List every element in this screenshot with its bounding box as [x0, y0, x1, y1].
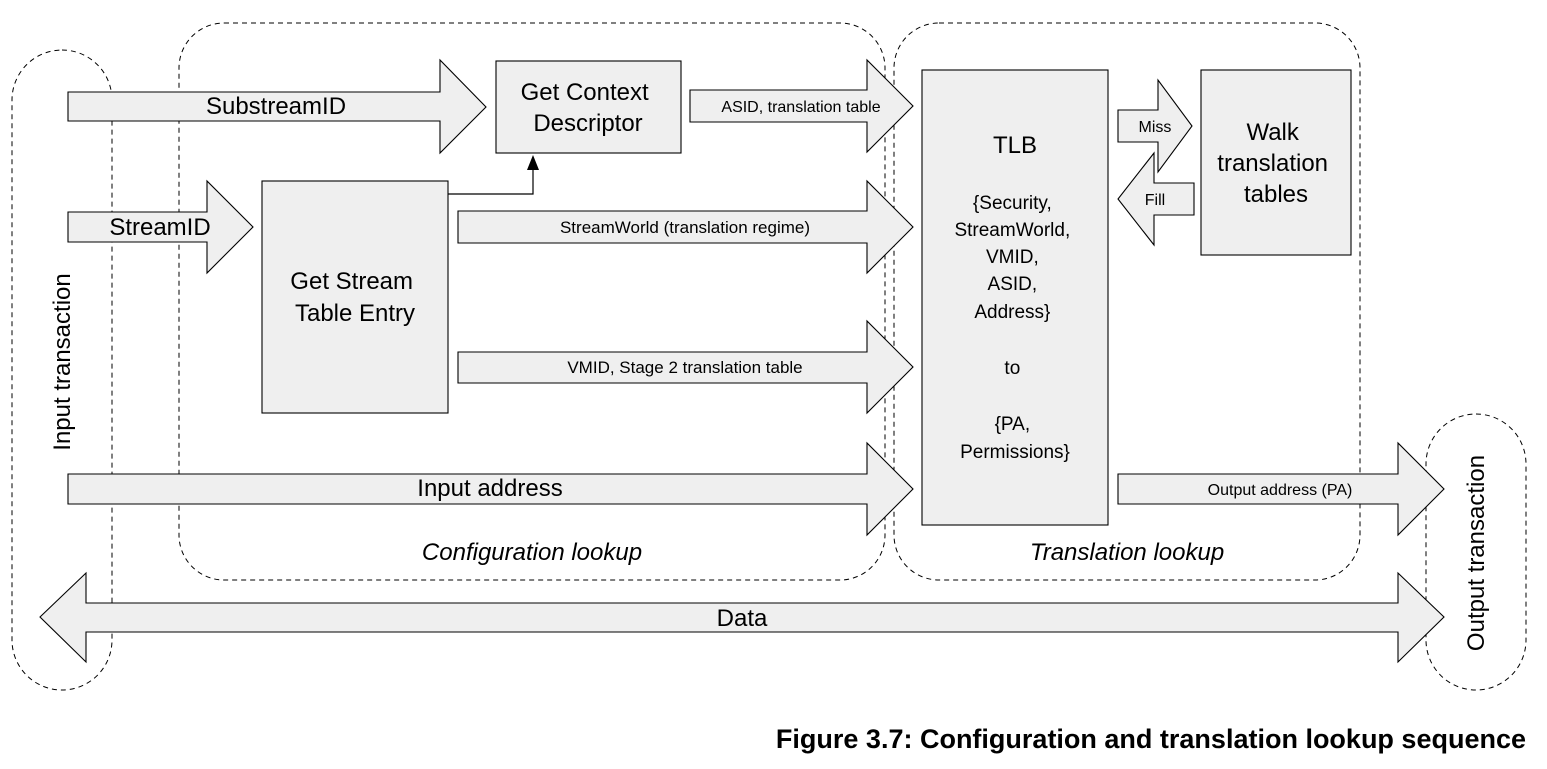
tlb-line: Permissions}	[960, 442, 1070, 463]
vmid-stage2-label: VMID, Stage 2 translation table	[567, 358, 802, 377]
walk-translation-tables-line: translation	[1217, 150, 1328, 177]
tlb-line: {PA,	[995, 414, 1031, 435]
substream-id-label: SubstreamID	[206, 93, 346, 120]
tlb-line: ASID,	[988, 274, 1038, 295]
tlb-line: {Security,	[973, 193, 1052, 214]
tlb-title: TLB	[993, 132, 1037, 159]
translation-lookup-region	[893, 22, 1361, 581]
output-transaction-label: Output transaction	[1463, 455, 1490, 651]
get-stream-table-entry-line: Table Entry	[295, 300, 415, 327]
walk-translation-tables-line: tables	[1244, 181, 1308, 208]
substream-id-arrow	[67, 58, 487, 155]
get-context-descriptor-box	[495, 60, 682, 154]
tlb-line: VMID,	[986, 247, 1039, 268]
translation-lookup-label: Translation lookup	[1030, 539, 1224, 566]
configuration-lookup-label: Configuration lookup	[422, 539, 642, 566]
tlb-mapping-text: {Security, StreamWorld, VMID, ASID, Addr…	[954, 193, 1075, 463]
connector-line	[448, 170, 534, 195]
asid-translation-table-label: ASID, translation table	[721, 99, 880, 116]
walk-translation-tables-box	[1200, 69, 1352, 256]
vmid-stage2-arrow	[457, 319, 914, 415]
connector-arrowhead	[527, 155, 539, 170]
stream-world-label: StreamWorld (translation regime)	[560, 218, 810, 237]
data-label: Data	[717, 605, 768, 632]
data-arrow	[39, 571, 1445, 664]
get-stream-table-entry-box	[261, 180, 449, 414]
output-transaction-region	[1425, 413, 1527, 691]
configuration-lookup-region	[178, 22, 886, 581]
get-context-descriptor-line: Get Context	[521, 79, 649, 106]
stream-id-arrow	[67, 179, 254, 275]
get-stream-table-entry-label: Get Stream Table Entry	[290, 268, 419, 327]
tlb-box	[921, 69, 1109, 526]
miss-label: Miss	[1139, 119, 1172, 136]
get-context-descriptor-line: Descriptor	[533, 110, 642, 137]
input-transaction-label: Input transaction	[49, 273, 76, 450]
input-transaction-region	[11, 49, 113, 691]
fill-label: Fill	[1145, 192, 1165, 209]
figure-caption: Figure 3.7: Configuration and translatio…	[776, 724, 1526, 754]
walk-translation-tables-line: Walk	[1246, 119, 1299, 146]
stream-world-arrow	[457, 179, 914, 275]
output-address-arrow	[1117, 441, 1445, 537]
tlb-line: to	[1004, 358, 1020, 379]
tlb-line: Address}	[974, 302, 1050, 323]
miss-arrow	[1117, 78, 1193, 174]
input-address-label: Input address	[417, 475, 562, 502]
walk-translation-tables-label: Walk translation tables	[1217, 119, 1334, 208]
stream-id-label: StreamID	[109, 214, 210, 241]
input-address-arrow	[67, 441, 914, 537]
fill-arrow	[1117, 151, 1195, 247]
asid-translation-table-arrow	[689, 58, 914, 154]
tlb-line: StreamWorld,	[954, 220, 1070, 241]
get-stream-table-entry-line: Get Stream	[290, 268, 413, 295]
output-address-label: Output address (PA)	[1208, 482, 1353, 499]
get-context-descriptor-label: Get Context Descriptor	[521, 79, 656, 137]
